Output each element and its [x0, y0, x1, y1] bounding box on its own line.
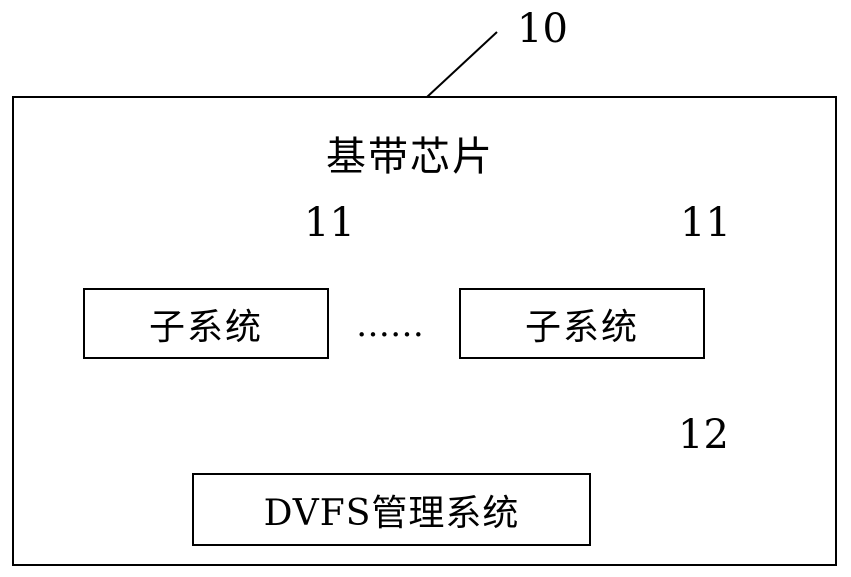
dvfs-box: DVFS管理系统 — [192, 473, 591, 546]
subsystem-left-box: 子系统 — [83, 288, 329, 359]
ellipsis: …… — [356, 305, 424, 345]
dvfs-label: DVFS管理系统 — [263, 492, 520, 534]
chip-title: 基带芯片 — [326, 134, 494, 180]
subsystem-left-label: 子系统 — [148, 306, 263, 348]
subsystem-left-ref-number: 11 — [304, 200, 355, 246]
dvfs-ref-number: 12 — [678, 412, 729, 458]
subsystem-right-ref-number: 11 — [680, 200, 731, 246]
subsystem-right-box: 子系统 — [459, 288, 705, 359]
chip-ref-number: 10 — [517, 6, 568, 52]
leader-line-chip — [426, 31, 498, 98]
subsystem-right-label: 子系统 — [524, 306, 639, 348]
